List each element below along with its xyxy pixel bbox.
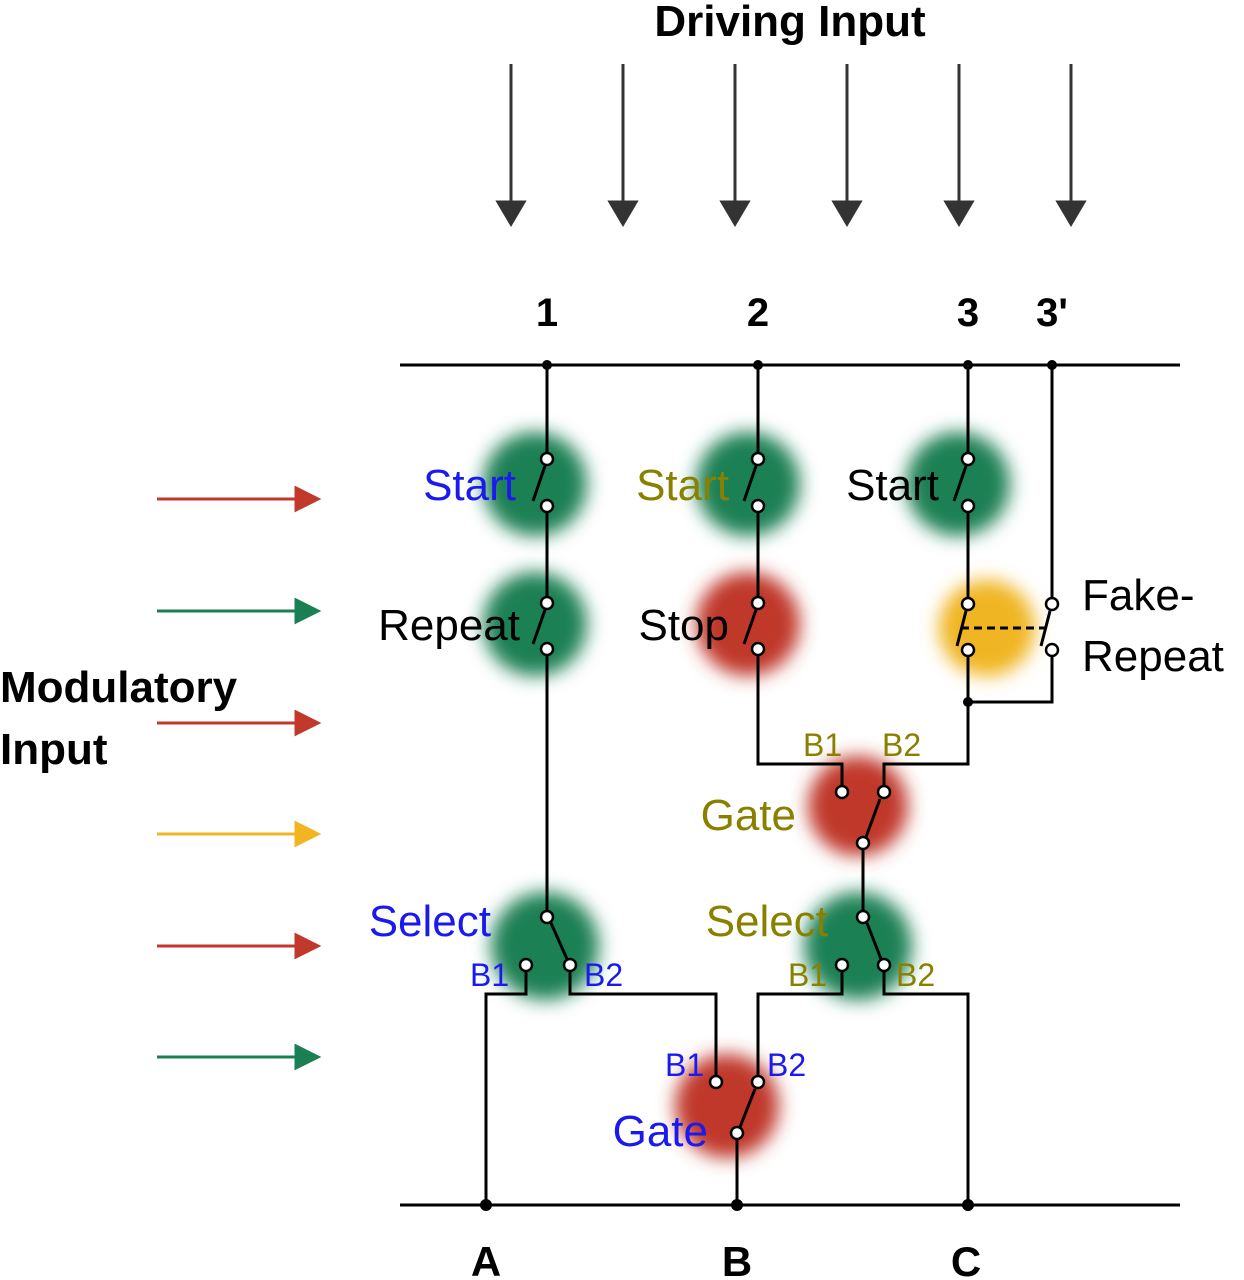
label-fake-repeat-line1: Fake-	[1082, 571, 1194, 620]
switch-col2-stop	[742, 595, 766, 657]
junctions	[480, 360, 1057, 1211]
switch-select-right	[834, 909, 892, 973]
switch-select-left	[518, 909, 578, 973]
switch-gate-lower	[708, 1074, 766, 1141]
lower-wiring	[484, 843, 970, 1205]
branch-label: B1	[788, 957, 827, 993]
driving-arrowhead	[943, 200, 975, 227]
driving-arrowhead	[719, 200, 751, 227]
label-col1-start: Start	[423, 461, 516, 510]
modulatory-title-line1: Modulatory	[0, 663, 238, 712]
switch-gate-upper	[834, 784, 892, 851]
column-label-1: 1	[536, 291, 558, 335]
driving-arrowhead	[607, 200, 639, 227]
modulatory-arrow-green	[157, 597, 322, 625]
modulatory-arrows	[157, 485, 322, 1071]
switch-fake-repeat	[955, 596, 1060, 658]
modulatory-arrow-red	[157, 709, 322, 737]
column-2-wiring	[756, 365, 844, 792]
modulatory-arrow-green	[157, 1043, 322, 1071]
blob-green	[696, 432, 800, 536]
driving-arrowhead	[831, 200, 863, 227]
branch-label: B2	[882, 727, 921, 763]
branch-label: B1	[803, 727, 842, 763]
switch-col1-start	[531, 451, 555, 514]
label-col1-repeat: Repeat	[378, 601, 520, 650]
branch-label: B2	[584, 957, 623, 993]
switch-col1-repeat	[531, 595, 555, 657]
blob-green	[491, 892, 599, 1000]
label-select-right: Select	[706, 897, 828, 946]
label-gate-upper: Gate	[701, 791, 796, 840]
label-gate-lower: Gate	[613, 1107, 708, 1156]
column-label-3: 3	[957, 291, 979, 335]
blob-green	[483, 572, 587, 676]
switch-col2-start	[742, 451, 766, 514]
label-col3-start: Start	[846, 461, 939, 510]
blob-green	[483, 432, 587, 536]
driving-arrowhead	[495, 200, 527, 227]
modulatory-arrow-red	[157, 932, 322, 960]
driving-input-arrows	[495, 64, 1087, 227]
branch-label: B2	[896, 957, 935, 993]
label-select-left: Select	[369, 897, 491, 946]
diagram-title: Driving Input	[654, 0, 926, 46]
modulatory-arrow-red	[157, 485, 322, 513]
output-label-b: B	[722, 1238, 752, 1280]
modulatory-title-line2: Input	[0, 725, 108, 774]
column-label-2: 2	[747, 291, 769, 335]
label-col2-stop: Stop	[638, 601, 729, 650]
blob-green	[906, 432, 1010, 536]
output-label-a: A	[471, 1238, 501, 1280]
switch-col3-start	[952, 451, 976, 514]
blob-red	[696, 572, 800, 676]
column-label-3-prime: 3'	[1036, 291, 1068, 335]
output-label-c: C	[951, 1238, 981, 1280]
modulatory-arrow-yellow	[157, 820, 322, 848]
label-col2-start: Start	[636, 461, 729, 510]
branch-label: B1	[665, 1047, 704, 1083]
driving-arrowhead	[1055, 200, 1087, 227]
branch-label: B2	[767, 1047, 806, 1083]
branch-label: B1	[470, 957, 509, 993]
label-fake-repeat-line2: Repeat	[1082, 632, 1224, 681]
